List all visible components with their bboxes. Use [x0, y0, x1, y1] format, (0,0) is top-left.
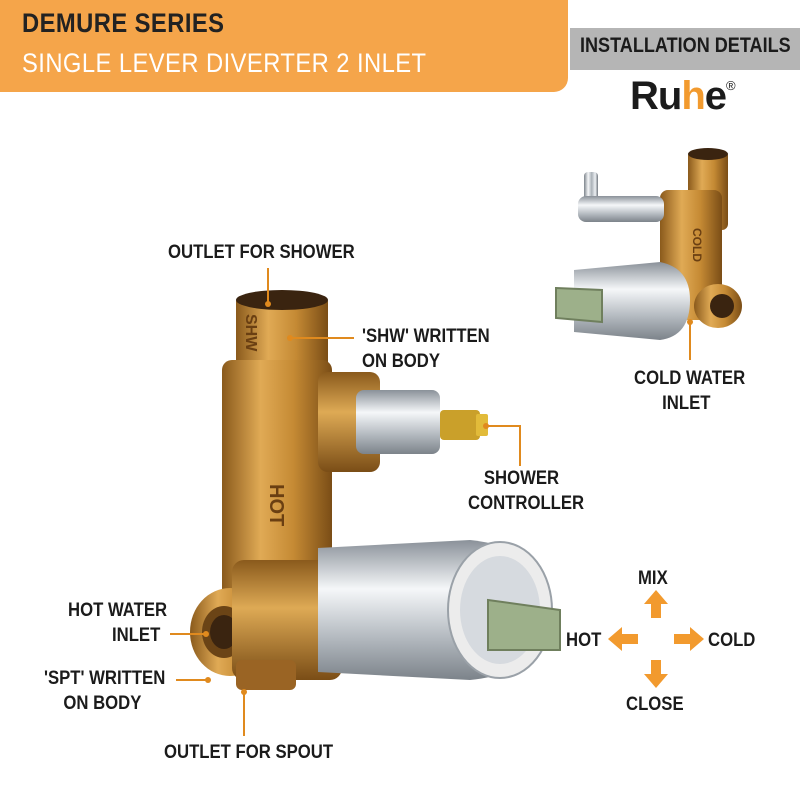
brand-name-part2: e — [704, 74, 727, 118]
brand-name-drop: h — [681, 74, 705, 118]
arrow-left-icon — [608, 627, 638, 651]
header-band — [0, 0, 568, 92]
controller-chrome-sleeve — [356, 390, 440, 454]
arrow-right-icon — [674, 627, 704, 651]
outlet-spout-label: OUTLET FOR SPOUT — [164, 742, 334, 763]
hot-marking: HOT — [265, 484, 287, 526]
direction-mix-label: MIX — [638, 568, 668, 589]
shw-written-label: 'SHW' WRITTEN ON BODY — [362, 326, 490, 372]
shower-outlet-opening — [236, 290, 328, 310]
shower-controller — [356, 390, 488, 454]
leader-dots — [203, 301, 693, 695]
cartridge-stem — [487, 598, 561, 651]
installation-detail-image: COLD — [555, 148, 742, 340]
brand-name-part1: Ru — [630, 74, 682, 118]
hot-water-inlet-label: HOT WATER INLET — [68, 600, 168, 646]
direction-hot-label: HOT — [566, 630, 602, 651]
body-lower — [232, 560, 342, 680]
arrow-down-icon — [644, 660, 668, 688]
diverter-cartridge — [318, 540, 561, 680]
main-diverter-body: SHW HOT — [190, 290, 380, 690]
registered-mark: ® — [726, 78, 736, 93]
direction-arrows — [608, 590, 704, 688]
direction-close-label: CLOSE — [626, 694, 684, 715]
brand-logo: Ruhe® — [630, 74, 736, 119]
spt-written-label: 'SPT' WRITTEN ON BODY — [44, 668, 166, 714]
installation-label: INSTALLATION DETAILS — [580, 34, 791, 57]
product-subtitle: SINGLE LEVER DIVERTER 2 INLET — [22, 48, 427, 78]
cold-water-inlet-label: COLD WATER INLET — [634, 368, 746, 414]
cold-marking: COLD — [690, 228, 704, 262]
body-column — [222, 360, 332, 600]
spout-outlet — [236, 660, 296, 690]
series-title: DEMURE SERIES — [22, 8, 225, 38]
controller-spindle — [440, 410, 480, 440]
shw-marking: SHW — [242, 314, 259, 352]
installation-band — [570, 28, 800, 70]
leader-lines — [170, 268, 691, 736]
shower-controller-label: SHOWER CONTROLLER — [468, 468, 585, 514]
outlet-shower-label: OUTLET FOR SHOWER — [168, 242, 355, 263]
direction-cold-label: COLD — [708, 630, 756, 651]
arrow-up-icon — [644, 590, 668, 618]
